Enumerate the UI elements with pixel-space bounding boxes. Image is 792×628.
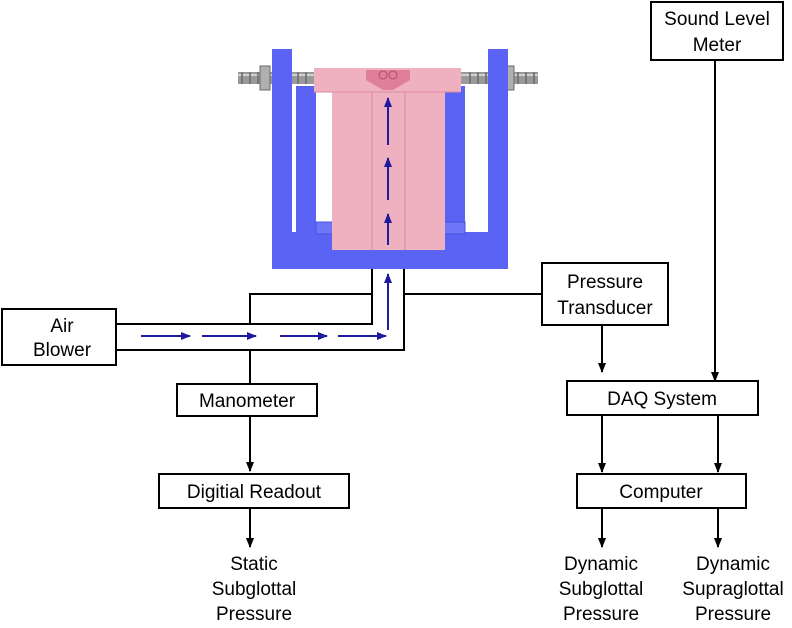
output-static-line1: Static [230,554,278,575]
daq-system-box: DAQ System [566,380,759,416]
output-dynamic-sub-line2: Subglottal [559,579,644,600]
pressure-transducer-label-line2: Transducer [557,298,653,319]
static-subglottal-pressure-output: Static Subglottal Pressure [212,554,297,625]
sound-level-meter-box: Sound Level Meter [650,1,784,61]
manometer-box: Manometer [176,383,318,417]
computer-label: Computer [619,482,703,503]
output-dynamic-supra-line1: Dynamic [696,554,770,575]
connections [246,60,722,548]
air-pipe [116,269,405,351]
output-dynamic-sub-line1: Dynamic [564,554,638,575]
sound-level-meter-label-line1: Sound Level [664,9,770,30]
sound-level-meter-label-line2: Meter [693,35,742,56]
air-blower-label-line2: Blower [33,340,92,361]
pressure-transducer-label-line1: Pressure [567,272,643,293]
pipe-flow-arrows [141,273,392,340]
pressure-transducer-box: Pressure Transducer [541,262,669,326]
digital-readout-label: Digitial Readout [187,482,322,503]
output-dynamic-supra-line2: Supraglottal [682,579,783,600]
air-blower-box: Air Blower [1,308,117,366]
daq-system-label: DAQ System [607,389,717,410]
dynamic-subglottal-pressure-output: Dynamic Subglottal Pressure [559,554,644,625]
vocal-fold-apparatus [238,49,538,269]
output-static-line2: Subglottal [212,579,297,600]
output-dynamic-supra-line3: Pressure [695,604,771,625]
computer-box: Computer [576,473,747,509]
output-dynamic-sub-line3: Pressure [563,604,639,625]
dynamic-supraglottal-pressure-output: Dynamic Supraglottal Pressure [682,554,783,625]
manometer-label: Manometer [199,391,296,412]
output-static-line3: Pressure [216,604,292,625]
digital-readout-box: Digitial Readout [158,473,350,509]
air-blower-label-line1: Air [50,316,74,337]
